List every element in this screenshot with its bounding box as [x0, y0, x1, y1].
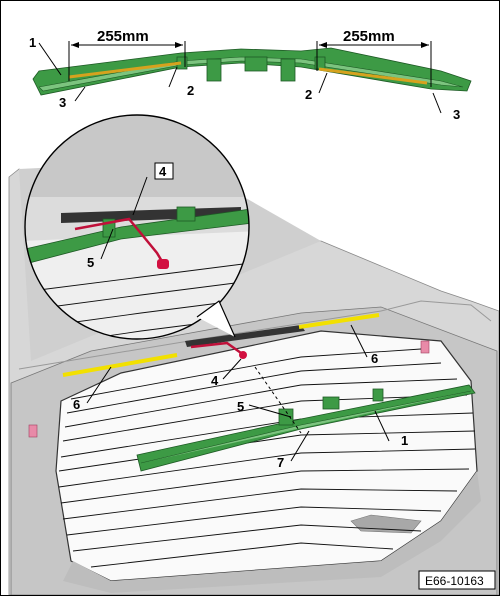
label-6-left: 6 [73, 397, 80, 412]
dimension-right-text: 255mm [343, 28, 395, 45]
adhesive-strip-right [318, 67, 428, 85]
label-2-left: 2 [187, 83, 194, 98]
adhesive-strip-left [68, 61, 182, 79]
reference-code: E66-10163 [425, 574, 484, 588]
spoiler-bracket-part [32, 47, 472, 96]
label-4-detail: 4 [159, 164, 167, 179]
wiring-harness [190, 341, 242, 355]
label-5-car: 5 [237, 399, 244, 414]
label-3-right: 3 [453, 107, 460, 122]
dimension-right: 255mm [316, 28, 432, 87]
label-1-top: 1 [29, 35, 36, 50]
dimension-left: 255mm [68, 28, 186, 81]
label-7-car: 7 [277, 455, 284, 470]
label-6-right: 6 [371, 351, 378, 366]
car-bracket [136, 384, 476, 472]
label-4-car: 4 [211, 373, 219, 388]
label-1-car: 1 [401, 433, 408, 448]
reference-box [418, 570, 496, 590]
dimension-left-text: 255mm [97, 28, 149, 45]
label-2-right: 2 [305, 87, 312, 102]
car-strip-right [298, 313, 380, 329]
label-5-detail: 5 [87, 255, 94, 270]
car-strip-left [62, 353, 178, 377]
label-3-left: 3 [59, 95, 66, 110]
